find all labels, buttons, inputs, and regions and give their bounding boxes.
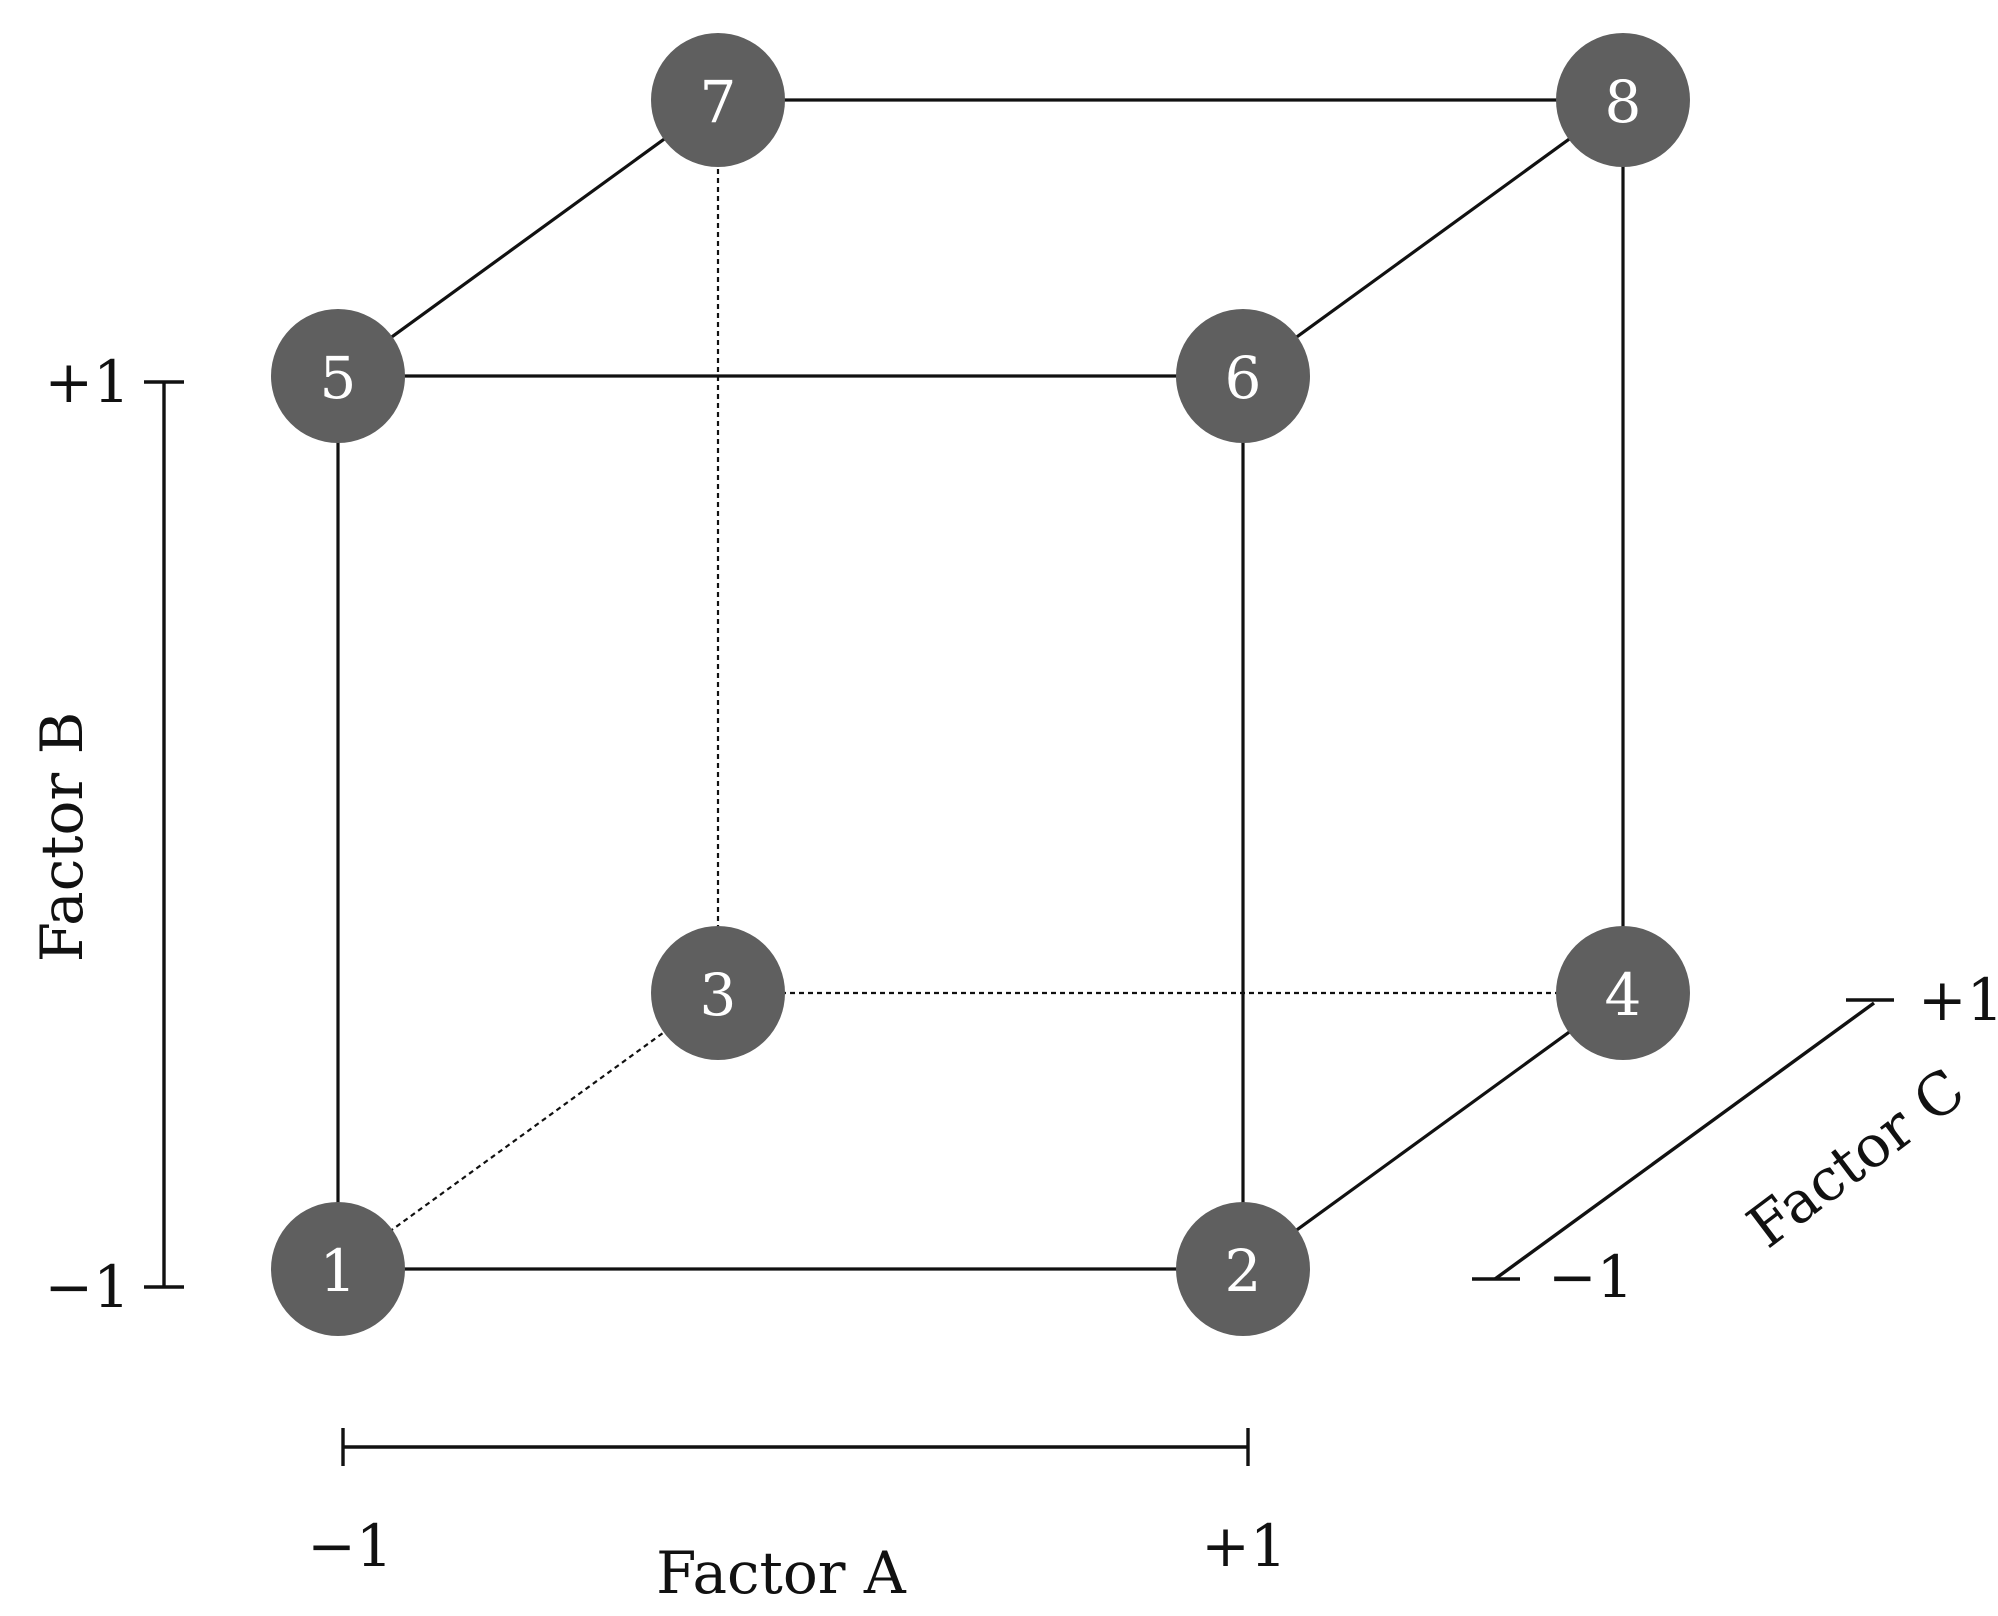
design-point-2: 2 <box>1176 1202 1310 1336</box>
edge-5-7 <box>337 98 719 378</box>
factor-a-axis: −1 +1 Factor A <box>307 1428 1287 1607</box>
design-point-label: 4 <box>1605 961 1642 1029</box>
factor-c-axis: +1 −1 Factor C <box>1472 966 1998 1311</box>
factor-a-low-label: −1 <box>307 1512 393 1580</box>
cube-edges <box>336 98 1625 1271</box>
design-point-5: 5 <box>271 309 405 443</box>
design-point-circle <box>271 309 405 443</box>
design-point-4: 4 <box>1556 926 1690 1060</box>
design-point-circle <box>271 1202 405 1336</box>
design-point-label: 3 <box>700 961 737 1029</box>
factor-b-high-label: +1 <box>45 348 131 416</box>
factor-a-title: Factor A <box>656 1539 907 1607</box>
design-point-label: 5 <box>320 344 357 412</box>
design-points: 1 2 3 4 5 6 7 8 <box>271 33 1690 1336</box>
factor-c-title: Factor C <box>1735 1055 1977 1261</box>
design-point-label: 2 <box>1225 1237 1262 1305</box>
design-point-1: 1 <box>271 1202 405 1336</box>
design-point-label: 7 <box>700 68 737 136</box>
factor-c-low-label: −1 <box>1548 1243 1634 1311</box>
factor-a-high-label: +1 <box>1201 1512 1287 1580</box>
design-point-label: 8 <box>1605 68 1642 136</box>
design-point-circle <box>651 33 785 167</box>
factor-b-title: Factor B <box>28 712 96 962</box>
factor-c-axis-line <box>1493 1001 1876 1281</box>
design-point-8: 8 <box>1556 33 1690 167</box>
factor-c-high-label: +1 <box>1918 966 1998 1034</box>
edge-2-4 <box>1242 991 1624 1271</box>
design-point-circle <box>1556 926 1690 1060</box>
factor-b-low-label: −1 <box>45 1253 131 1321</box>
design-point-3: 3 <box>651 926 785 1060</box>
design-point-6: 6 <box>1176 309 1310 443</box>
edge-6-8 <box>1242 98 1624 378</box>
edge-1-3 <box>337 992 719 1270</box>
design-point-label: 6 <box>1225 344 1262 412</box>
design-point-circle <box>1176 309 1310 443</box>
design-point-circle <box>1176 1202 1310 1336</box>
factor-b-axis: +1 −1 Factor B <box>28 348 184 1321</box>
design-point-circle <box>651 926 785 1060</box>
design-point-circle <box>1556 33 1690 167</box>
design-point-label: 1 <box>320 1237 357 1305</box>
design-point-7: 7 <box>651 33 785 167</box>
